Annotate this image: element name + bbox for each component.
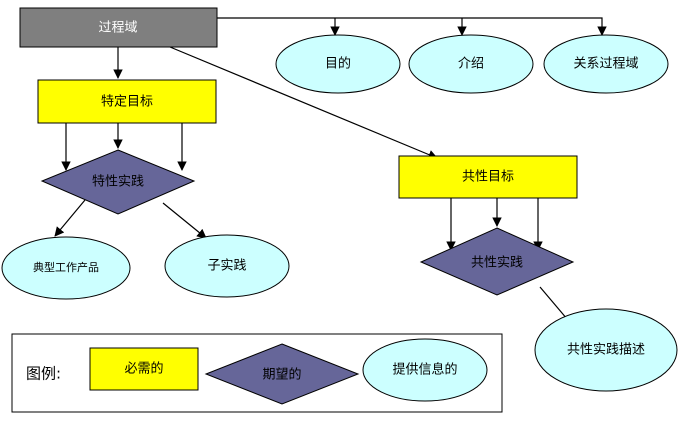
node-subpractices: 子实践 [164, 234, 290, 298]
legend-informative: 提供信息的 [362, 338, 488, 402]
node-typical-work-products: 典型工作产品 [1, 236, 131, 300]
node-process-area-label: 过程域 [98, 21, 137, 36]
legend-expected: 期望的 [204, 343, 360, 405]
node-specific-goals-label: 特定目标 [101, 95, 153, 110]
node-specific-practices: 特性实践 [40, 149, 196, 215]
legend-title: 图例: [26, 365, 61, 383]
node-generic-goals: 共性目标 [398, 155, 578, 199]
node-introduction-label: 介绍 [458, 57, 484, 72]
node-generic-practices-label: 共性实践 [471, 256, 523, 271]
legend: 图例: 必需的 期望的 提供信息的 [11, 333, 503, 413]
node-generic-practice-elaborations-label: 共性实践描述 [567, 343, 645, 358]
node-purpose-label: 目的 [325, 56, 351, 72]
legend-required-label: 必需的 [124, 361, 163, 377]
arrow-pa-to-related-areas [217, 17, 607, 36]
node-related-process-areas-label: 关系过程域 [573, 57, 638, 72]
node-related-process-areas: 关系过程域 [543, 34, 669, 94]
node-specific-goals: 特定目标 [37, 79, 217, 124]
legend-expected-label: 期望的 [262, 367, 301, 383]
arrow-sp-to-work-products [54, 199, 86, 237]
node-introduction: 介绍 [408, 34, 534, 94]
node-specific-practices-label: 特性实践 [92, 175, 144, 190]
node-process-area: 过程域 [19, 7, 218, 48]
node-subpractices-label: 子实践 [207, 259, 246, 274]
node-purpose: 目的 [275, 34, 401, 94]
node-generic-practices: 共性实践 [419, 227, 575, 296]
node-generic-practice-elaborations: 共性实践描述 [534, 308, 678, 392]
arrow-pa-to-generic-goals [169, 46, 438, 160]
legend-required: 必需的 [89, 347, 199, 391]
node-typical-work-products-label: 典型工作产品 [33, 260, 99, 274]
arrow-sp-to-subpractices [162, 202, 207, 239]
legend-informative-label: 提供信息的 [392, 362, 457, 378]
node-generic-goals-label: 共性目标 [462, 170, 514, 185]
